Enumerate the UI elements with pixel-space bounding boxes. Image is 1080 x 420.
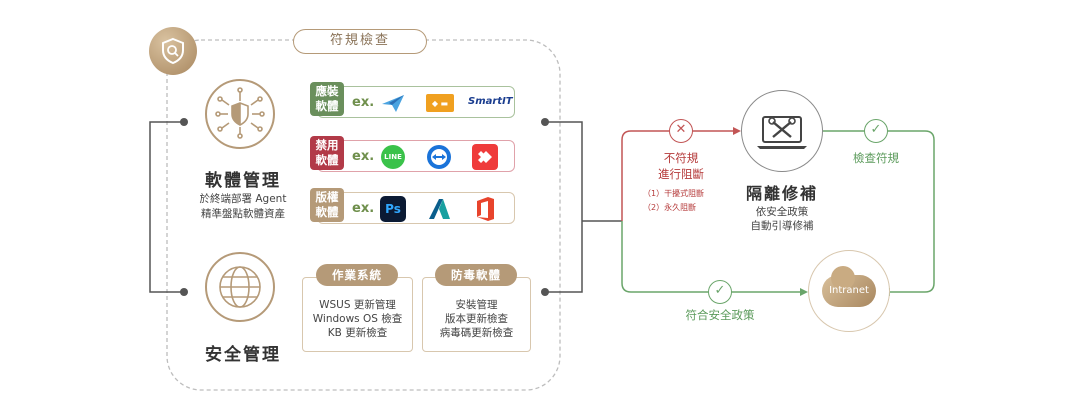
laptop-tools-icon	[757, 116, 807, 149]
example-label: ex.	[352, 149, 375, 164]
isolation-repair-desc: 依安全政策 自動引導修補	[732, 205, 832, 233]
noncompliant-label: 不符規 進行阻斷	[645, 150, 717, 182]
antivirus-app-icon: ◆ ▬	[426, 94, 454, 112]
tag-line: 軟體	[315, 99, 339, 113]
smartit-logo: SmartIT	[468, 96, 513, 107]
prohibited-software-row: 禁用 軟體 ex. LINE	[310, 136, 515, 172]
tag-line: 軟體	[315, 153, 339, 167]
intranet-label: Intranet	[829, 285, 869, 296]
paper-plane-app-icon	[380, 90, 406, 116]
required-software-tag: 應裝 軟體	[310, 82, 344, 116]
example-label: ex.	[352, 201, 375, 216]
av-line-3: 病毒碼更新檢查	[439, 327, 514, 339]
os-line-3: KB 更新檢查	[327, 327, 388, 339]
example-label: ex.	[352, 95, 375, 110]
line-app-label: LINE	[381, 145, 405, 169]
shield-search-badge	[149, 27, 197, 75]
office-app-icon	[472, 196, 498, 222]
photoshop-app-icon: Ps	[380, 196, 406, 222]
security-management-circle	[205, 252, 275, 322]
network-shield-icon	[215, 87, 265, 139]
block-option-2: （2）永久阻斷	[643, 203, 697, 212]
tag-line: 應裝	[315, 84, 339, 98]
block-option-1: （1）干擾式阻斷	[643, 189, 705, 198]
tag-line: 版權	[315, 190, 339, 204]
isolation-repair-title: 隔離修補	[745, 184, 818, 203]
block-x-icon: ✕	[669, 119, 693, 143]
shield-search-icon	[162, 37, 184, 65]
tag-line: 禁用	[315, 138, 339, 152]
os-box: WSUS 更新管理 Windows OS 檢查 KB 更新檢查	[302, 277, 413, 352]
cloud-bump	[831, 266, 855, 290]
av-line-2: 版本更新檢查	[445, 313, 508, 325]
isolation-line-2: 自動引導修補	[750, 220, 814, 232]
anydesk-app-icon	[472, 144, 498, 170]
os-line-2: Windows OS 檢查	[312, 313, 403, 325]
globe-icon	[219, 266, 261, 308]
desc-line-1: 於終端部署 Agent	[199, 193, 287, 205]
comply-check-icon: ✓	[708, 280, 732, 304]
software-management-desc: 於終端部署 Agent 精準盤點軟體資產	[180, 192, 306, 222]
prohibited-software-tag: 禁用 軟體	[310, 136, 344, 170]
software-management-title: 軟體管理	[205, 171, 281, 191]
teamviewer-app-icon	[426, 144, 452, 170]
photoshop-label: Ps	[385, 202, 401, 216]
licensed-software-row: 版權 軟體 ex. Ps	[310, 188, 515, 224]
required-software-row: 應裝 軟體 ex. ◆ ▬ SmartIT	[310, 82, 515, 118]
intranet-circle: Intranet	[808, 250, 890, 332]
os-line-1: WSUS 更新管理	[319, 299, 396, 311]
autodesk-app-icon	[426, 196, 452, 222]
check-pass-label: 檢查符規	[853, 151, 899, 165]
os-pill: 作業系統	[316, 264, 398, 286]
av-line-1: 安裝管理	[455, 299, 498, 311]
line-app-icon: LINE	[380, 144, 406, 170]
security-management-title: 安全管理	[205, 345, 281, 365]
noncompliant-line-2: 進行阻斷	[658, 167, 704, 181]
licensed-software-tag: 版權 軟體	[310, 188, 344, 222]
isolation-repair-circle	[741, 90, 823, 172]
antivirus-pill: 防毒軟體	[435, 264, 517, 286]
compliance-check-title: 符規檢查	[293, 29, 427, 54]
comply-policy-label: 符合安全政策	[685, 308, 755, 322]
noncompliant-line-1: 不符規	[663, 151, 699, 165]
isolation-line-1: 依安全政策	[755, 206, 809, 218]
check-pass-icon: ✓	[864, 119, 888, 143]
antivirus-box: 安裝管理 版本更新檢查 病毒碼更新檢查	[422, 277, 531, 352]
software-management-circle	[205, 79, 275, 149]
desc-line-2: 精準盤點軟體資產	[201, 208, 285, 220]
tag-line: 軟體	[315, 205, 339, 219]
